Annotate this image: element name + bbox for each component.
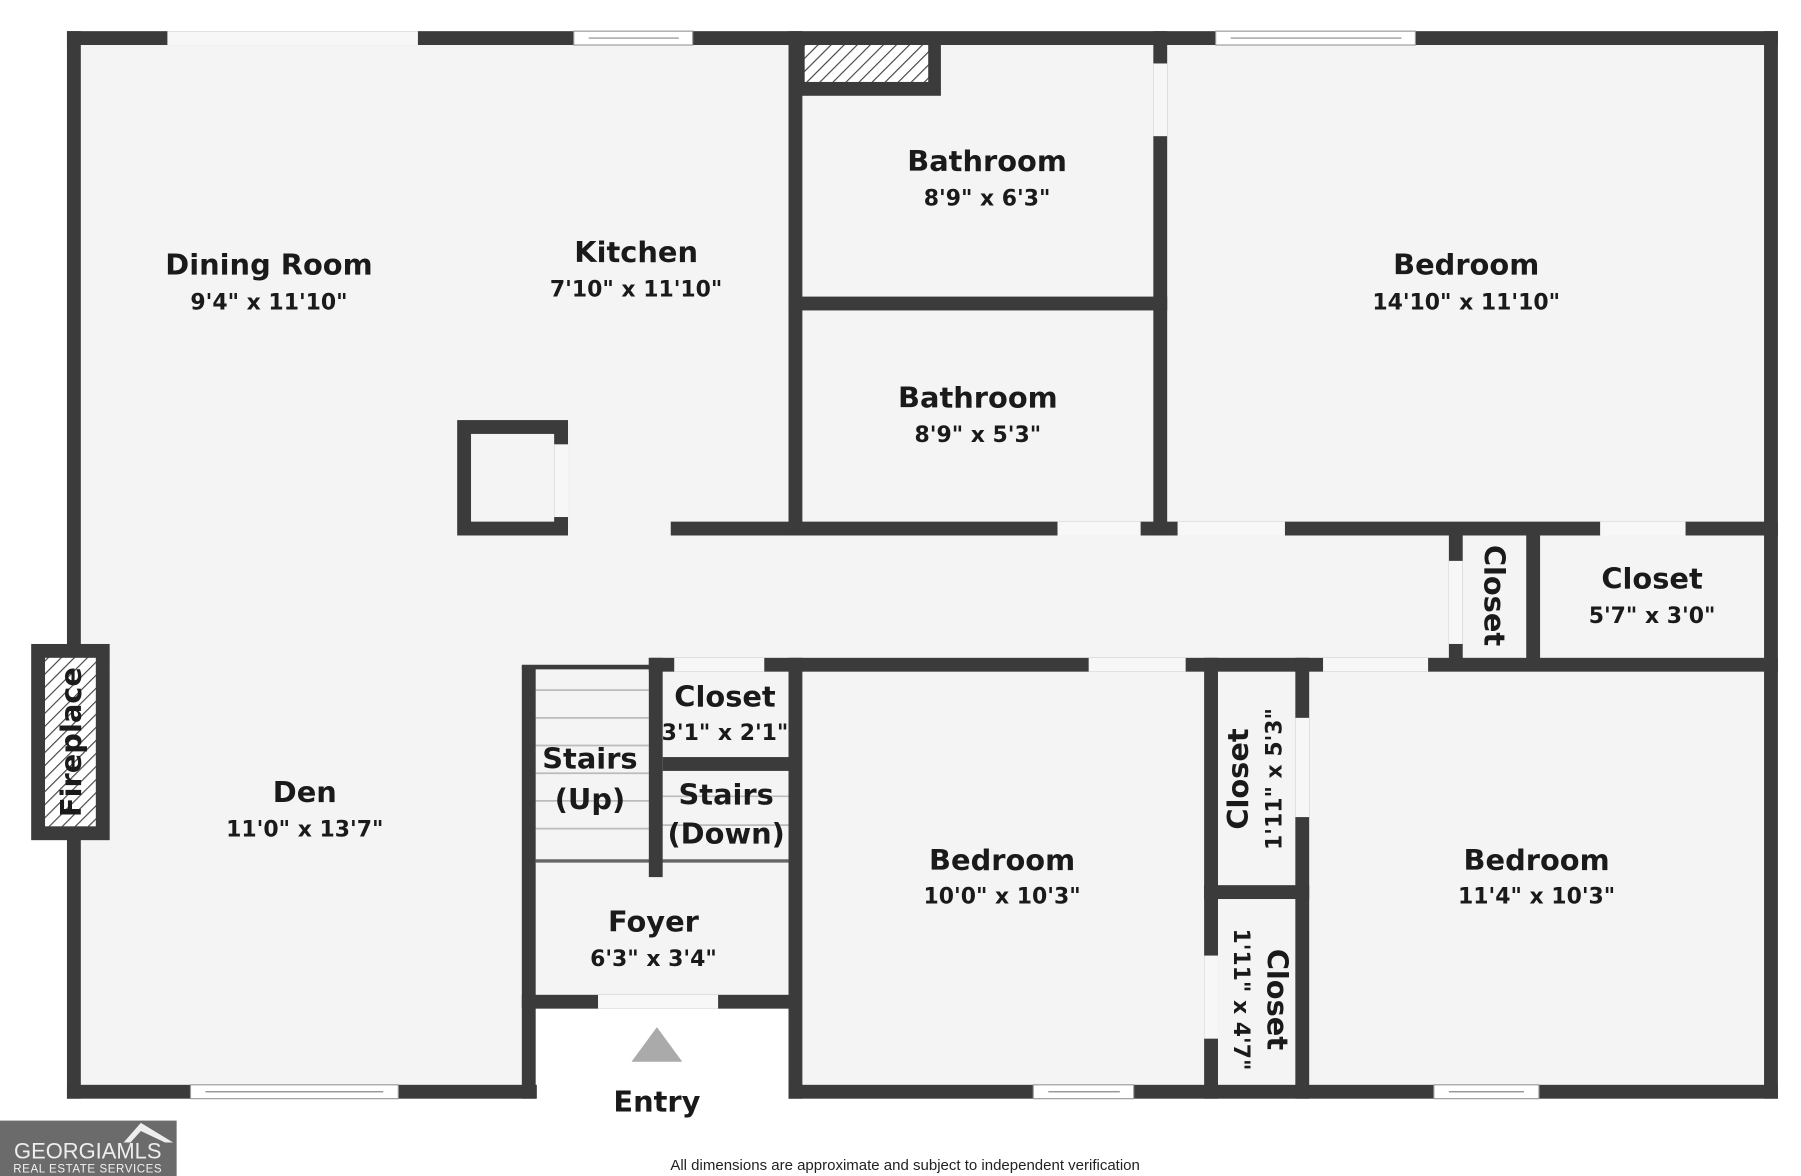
room-dim: 1'11" x 4'7" [1228,928,1253,1070]
room-dim: 11'0" x 13'7" [226,818,383,843]
room-name: Closet [1478,545,1512,647]
entry-arrow-icon [631,1027,683,1062]
room-name: Closet [1601,562,1703,596]
entry-label: Entry [613,1084,700,1118]
room-dim: 8'9" x 5'3" [914,423,1041,448]
room-dim: 7'10" x 11'10" [550,278,722,303]
room-dim: 1'11" x 5'3" [1262,708,1287,850]
room-dim: 11'4" x 10'3" [1458,885,1615,910]
room-name: Bedroom [1464,843,1610,877]
room-dim: 6'3" x 3'4" [590,947,717,972]
room-dim: 5'7" x 3'0" [1589,604,1716,629]
room-name: Closet [1221,728,1255,830]
chimney [796,38,941,96]
room-name: Dining Room [165,248,372,282]
disclaimer: All dimensions are approximate and subje… [670,1157,1140,1174]
georgia-mls-logo: GEORGIAMLS REAL ESTATE SERVICES [0,1120,177,1176]
room-name: Kitchen [574,235,698,269]
room-dim: 14'10" x 11'10" [1372,290,1560,315]
room-dim: 10'0" x 10'3" [923,885,1080,910]
floors [73,38,1771,1092]
room-name: Closet [674,679,776,713]
room-labels: Dining Room 9'4" x 11'10" Kitchen 7'10" … [165,144,1715,1071]
room-name: Den [273,775,337,809]
room-name: Bedroom [929,843,1075,877]
logo-subtext: REAL ESTATE SERVICES [13,1164,162,1176]
fireplace-label: Fireplace [54,667,88,817]
room-dim: 3'1" x 2'1" [662,721,789,746]
room-name: Stairs [679,777,774,811]
room-name: Bathroom [907,144,1067,178]
room-name: Bedroom [1393,248,1539,282]
room-name: Closet [1261,949,1295,1051]
fireplace: Fireplace [31,643,110,841]
room-name: Bathroom [898,380,1058,414]
room-dim: 8'9" x 6'3" [924,186,1051,211]
room-dim: 9'4" x 11'10" [190,290,347,315]
door-openings [167,31,1686,1039]
room-dim: (Up) [555,782,625,816]
room-name: Stairs [542,742,637,776]
logo-text: GEORGIAMLS [14,1139,161,1164]
room-dim: (Down) [668,817,785,851]
room-name: Foyer [608,904,700,938]
windows [189,30,1540,1100]
